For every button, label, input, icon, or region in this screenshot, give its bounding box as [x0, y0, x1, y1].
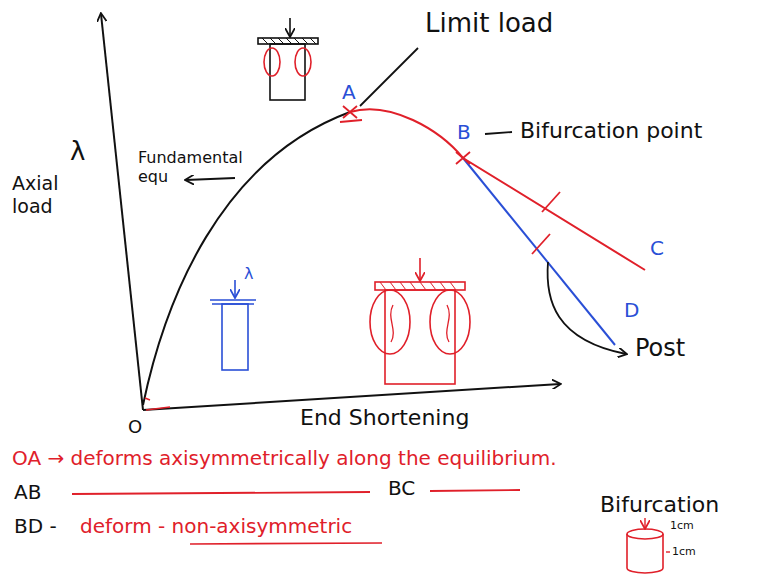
limit-point-mark	[340, 106, 362, 122]
handwritten-label: B	[457, 120, 471, 144]
ditto-line	[72, 492, 370, 494]
leader-line	[360, 48, 418, 106]
handwritten-label: O	[128, 416, 142, 438]
handwritten-label: deform - non-axisymmetric	[80, 514, 352, 538]
load-arrow	[289, 18, 291, 36]
load-arrow	[419, 258, 421, 280]
cylinder	[222, 304, 248, 370]
cylinder-body	[627, 534, 663, 573]
buckle-wave	[391, 305, 450, 342]
handwritten-label: D	[624, 298, 639, 322]
handwritten-label: BD -	[14, 514, 57, 538]
buckle-wave	[430, 290, 470, 354]
specimen-sketch	[258, 18, 318, 100]
handwritten-label: Limit load	[425, 8, 553, 39]
plate-hatch	[262, 38, 316, 44]
handwritten-label: C	[650, 236, 664, 260]
handwritten-label: Bifurcation point	[520, 118, 702, 144]
load-arrow	[234, 280, 236, 297]
load-arrow	[644, 518, 645, 528]
handwritten-label: λ	[70, 136, 85, 167]
cylinder	[270, 44, 305, 100]
handwritten-label: Axial load	[12, 172, 92, 218]
handwritten-label: 1cm	[672, 545, 696, 558]
handwritten-label: Fundamental equ	[138, 148, 253, 186]
handwritten-label: AB	[14, 480, 41, 504]
bifurcation-point-mark	[456, 152, 470, 164]
handwritten-label: OA → deforms axisymmetrically along the …	[12, 446, 557, 470]
cylinder-sketch	[627, 518, 670, 573]
origin-scribble	[145, 398, 170, 410]
buckle-wave	[295, 48, 311, 76]
handwritten-label: λ	[244, 264, 253, 283]
dimension-tick	[666, 551, 670, 552]
buckle-wave	[370, 290, 410, 354]
cylinder-top	[627, 529, 663, 539]
buckle-wave	[264, 48, 280, 76]
leader-line	[485, 132, 512, 134]
handwritten-label: End Shortening	[300, 405, 469, 431]
branch-tick	[542, 192, 560, 212]
specimen-sketch	[210, 280, 256, 370]
bifurcated-branch	[463, 158, 615, 345]
handwritten-label: Bifurcation	[600, 492, 719, 518]
underline	[190, 543, 382, 544]
leader-arrow	[186, 178, 235, 180]
loading-plate	[375, 282, 465, 290]
post-bifurcation-arrow	[548, 262, 626, 354]
handwritten-label: BC	[388, 476, 415, 500]
handwritten-label: 1cm	[670, 519, 694, 532]
handwritten-label: A	[342, 80, 356, 104]
loading-plate	[258, 38, 318, 44]
plate-hatch	[380, 282, 456, 290]
handwritten-label: Post	[635, 334, 685, 363]
ditto-line	[430, 490, 520, 491]
y-axis	[101, 14, 143, 410]
branch-tick	[532, 234, 550, 254]
specimen-sketch	[370, 258, 470, 384]
cylinder	[385, 290, 455, 384]
